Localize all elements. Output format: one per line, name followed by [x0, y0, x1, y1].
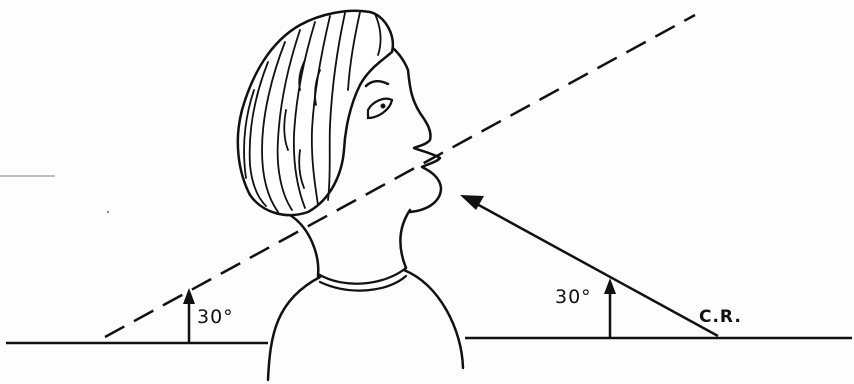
eye	[368, 99, 392, 118]
collar	[318, 268, 406, 291]
central-ray-arrow	[460, 195, 718, 336]
eye-pupil	[381, 104, 386, 109]
left-angle-label: 30°	[197, 306, 234, 328]
central-ray-label: C.R.	[699, 307, 742, 327]
right-angle-arrow	[604, 278, 616, 338]
torso-outline	[268, 270, 463, 380]
right-angle-label: 30°	[555, 286, 592, 308]
neck-outline	[290, 210, 410, 276]
left-angle-arrow	[183, 288, 195, 343]
eyebrow	[366, 81, 388, 86]
scan-dot	[107, 211, 109, 213]
